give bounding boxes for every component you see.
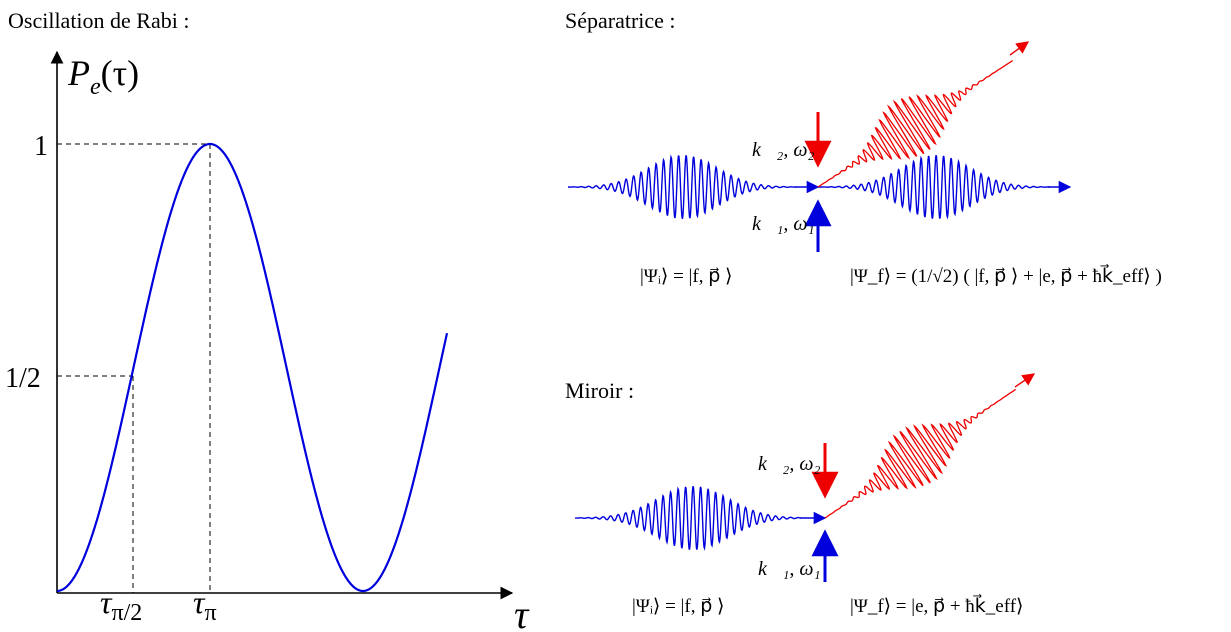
rabi-curve <box>57 142 449 593</box>
separatrice-panel: Séparatrice : k⃗₂, ω₂ k⃗₁, ω₁ |Ψᵢ⟩ = |f,… <box>565 8 1162 287</box>
x-axis-label: τ <box>514 592 530 632</box>
k2-label: k⃗₂, ω₂ <box>752 139 815 161</box>
k1-label: k⃗₁, ω₁ <box>758 558 820 580</box>
rabi-panel: Oscillation de Rabi : Pe(τ) τ 1 1/2 τπ/2… <box>5 8 530 632</box>
ytick-half: 1/2 <box>5 363 41 394</box>
k1-label: k⃗₁, ω₁ <box>752 213 814 235</box>
xtick-tau-pi: τπ <box>193 584 217 626</box>
ytick-one: 1 <box>34 131 48 162</box>
diffracted-arrow <box>1009 41 1030 56</box>
rabi-title: Oscillation de Rabi : <box>8 8 189 33</box>
psi-initial: |Ψᵢ⟩ = |f, p⃗ ⟩ <box>640 266 732 287</box>
miroir-title: Miroir : <box>565 378 634 403</box>
reflected-wavepacket <box>824 388 1017 519</box>
xtick-tau-pi-half: τπ/2 <box>100 584 142 626</box>
k2-label: k⃗₂, ω₂ <box>758 453 821 475</box>
incoming-wavepacket <box>574 485 802 551</box>
diffracted-wavepacket <box>817 60 1013 188</box>
psi-initial: |Ψᵢ⟩ = |f, p⃗ ⟩ <box>632 596 724 617</box>
psi-final: |Ψ_f⟩ = |e, p⃗ + ħk⃗_eff⟩ <box>850 594 1023 617</box>
separatrice-title: Séparatrice : <box>565 8 676 33</box>
psi-final: |Ψ_f⟩ = (1/√2) ( |f, p⃗ ⟩ + |e, p⃗ + ħk⃗… <box>850 264 1162 287</box>
miroir-panel: Miroir : k⃗₂, ω₂ k⃗₁, ω₁ |Ψᵢ⟩ = |f, p⃗ ⟩… <box>565 373 1036 617</box>
incoming-wavepacket <box>568 154 796 220</box>
transmitted-wavepacket <box>818 154 1051 220</box>
y-axis-label: Pe(τ) <box>67 53 139 100</box>
reflected-arrow <box>1014 373 1036 388</box>
